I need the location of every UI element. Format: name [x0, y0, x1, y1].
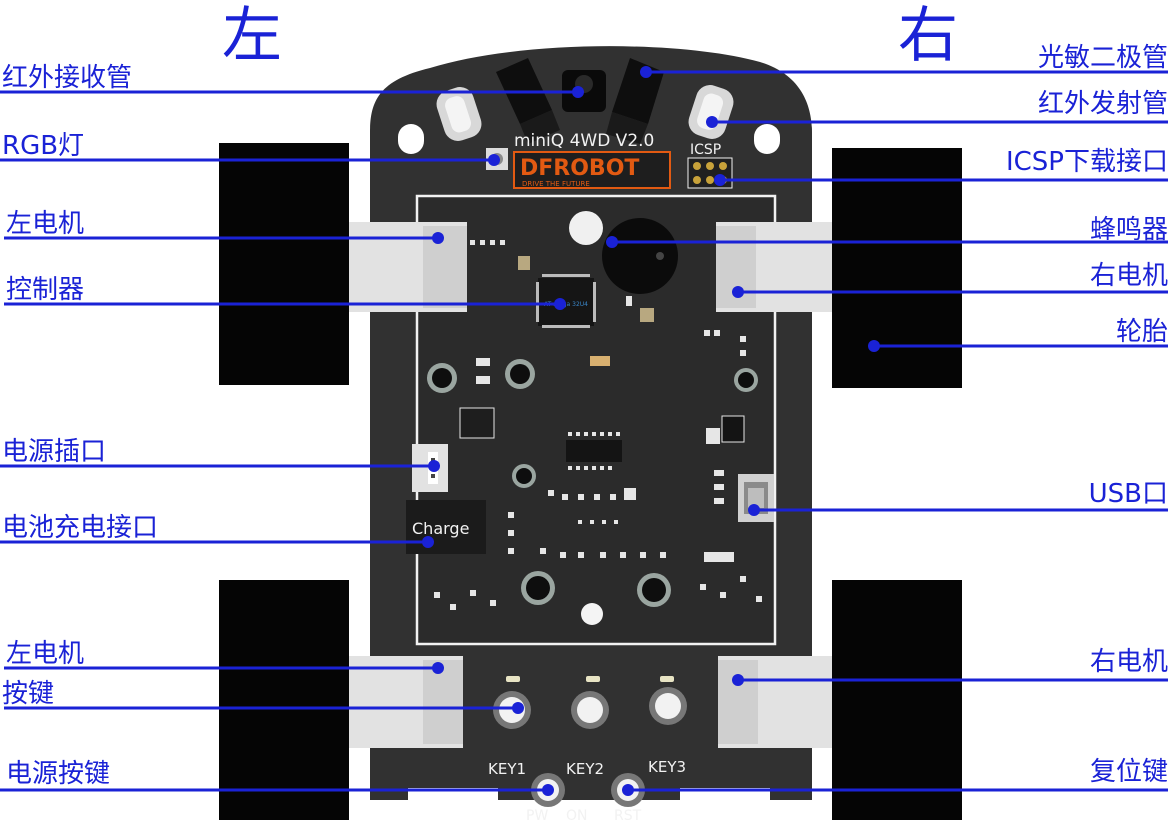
callout-right-motor-rear: 右电机 [1090, 647, 1168, 677]
motor-rear-right-cap [718, 660, 758, 744]
mount-slot-right [754, 124, 780, 154]
key1-button[interactable] [493, 691, 531, 729]
brand-slogan-text: DRIVE THE FUTURE [522, 180, 590, 188]
callout-reset-button: 复位键 [1090, 757, 1168, 787]
brand-logo-text: DFROBOT [520, 156, 639, 181]
capacitor [427, 363, 457, 393]
key3-button[interactable] [649, 687, 687, 725]
callout-buzzer: 蜂鸣器 [1090, 215, 1168, 245]
icsp-label: ICSP [690, 142, 721, 158]
tire-front-right [832, 148, 962, 388]
callout-icsp-port: ICSP下载接口 [1006, 147, 1168, 177]
capacitor [505, 359, 535, 389]
key2-button[interactable] [571, 691, 609, 729]
motor-rear-left-cap [423, 660, 463, 744]
tire-rear-right [832, 580, 962, 820]
tire-rear-left [219, 580, 349, 820]
controller-chip: AT mega 32U4 [536, 274, 596, 328]
capacitor [637, 573, 671, 607]
capacitor [512, 464, 536, 488]
mount-slot-left [398, 124, 424, 154]
capacitor [734, 368, 758, 392]
callout-battery-charge: 电池充电接口 [2, 513, 158, 543]
callout-ir-emitter: 红外发射管 [1038, 89, 1168, 119]
callout-power-jack: 电源插口 [2, 437, 106, 467]
key3-label: KEY3 [648, 758, 686, 776]
tire-front-left [219, 143, 349, 385]
heading-right: 右 [898, 1, 958, 71]
callout-left-motor-rear: 左电机 [6, 639, 84, 669]
pw-label: PW [526, 808, 548, 824]
rst-label: RST [614, 808, 642, 824]
capacitor [521, 571, 555, 605]
callout-buttons: 按键 [2, 679, 54, 709]
charge-label: Charge [412, 519, 469, 538]
callout-right-motor: 右电机 [1090, 261, 1168, 291]
mount-hole [581, 603, 603, 625]
key2-label: KEY2 [566, 760, 604, 778]
heading-left: 左 [222, 1, 282, 71]
callout-rgb-led: RGB灯 [2, 131, 84, 161]
callout-power-button: 电源按键 [6, 759, 110, 789]
on-label: ON [566, 808, 588, 824]
board-model-text: miniQ 4WD V2.0 [514, 131, 654, 151]
icsp-header [688, 158, 732, 188]
callout-tire: 轮胎 [1116, 317, 1168, 347]
callout-ir-receiver: 红外接收管 [2, 63, 132, 93]
callout-controller: 控制器 [6, 275, 84, 305]
callout-usb-port: USB口 [1089, 479, 1168, 509]
key1-label: KEY1 [488, 760, 526, 778]
callout-photodiode: 光敏二极管 [1038, 43, 1168, 73]
callout-left-motor: 左电机 [6, 209, 84, 239]
